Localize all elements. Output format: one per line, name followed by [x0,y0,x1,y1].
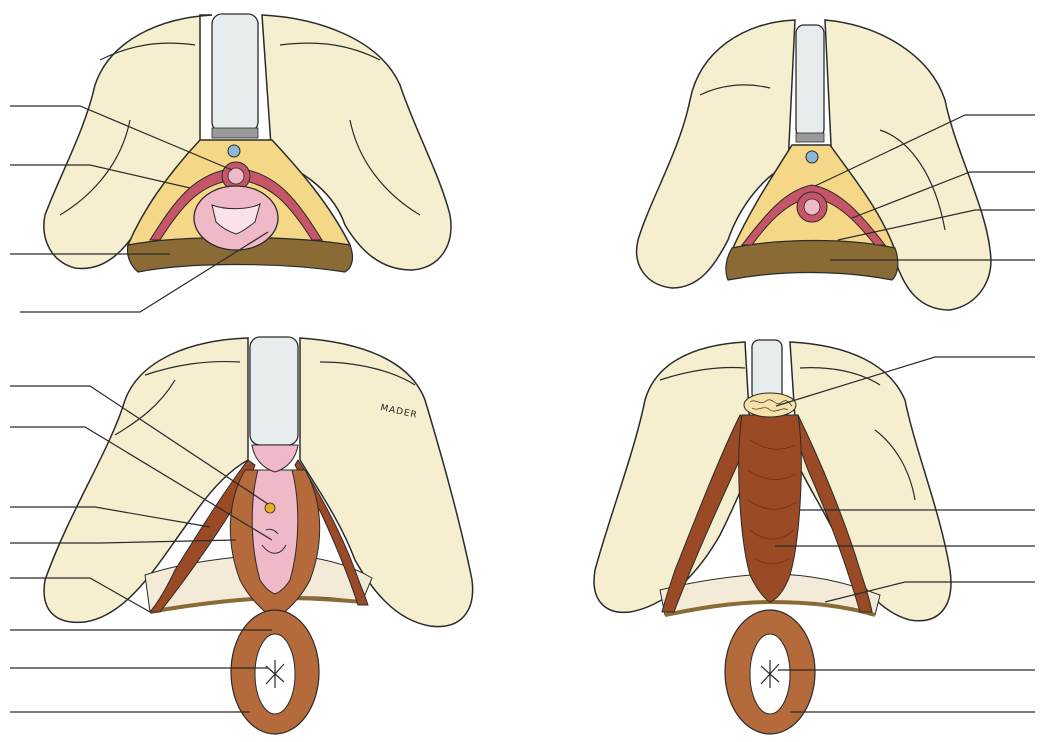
rectum-lumen [804,199,820,215]
bulbospongiosus [739,415,802,602]
panel-top-right [637,20,1035,310]
urethra-cross-section [806,151,818,163]
pubic-symphysis [250,337,298,445]
pubic-symphysis [796,25,824,137]
pubic-symphysis [212,14,258,132]
panel-bottom-right [594,340,1035,734]
cut-root-cross-section [744,393,796,417]
pubic-symphysis [752,340,782,400]
symphysis-ligament [796,133,824,142]
urethra-cross-section [228,145,240,157]
panel-bottom-left: MADER [10,337,473,734]
clitoris [265,503,275,513]
clitoral-hood [252,445,298,472]
symphysis-ligament [212,128,258,138]
panel-top-left [10,14,451,312]
rectum-lumen [228,168,244,184]
